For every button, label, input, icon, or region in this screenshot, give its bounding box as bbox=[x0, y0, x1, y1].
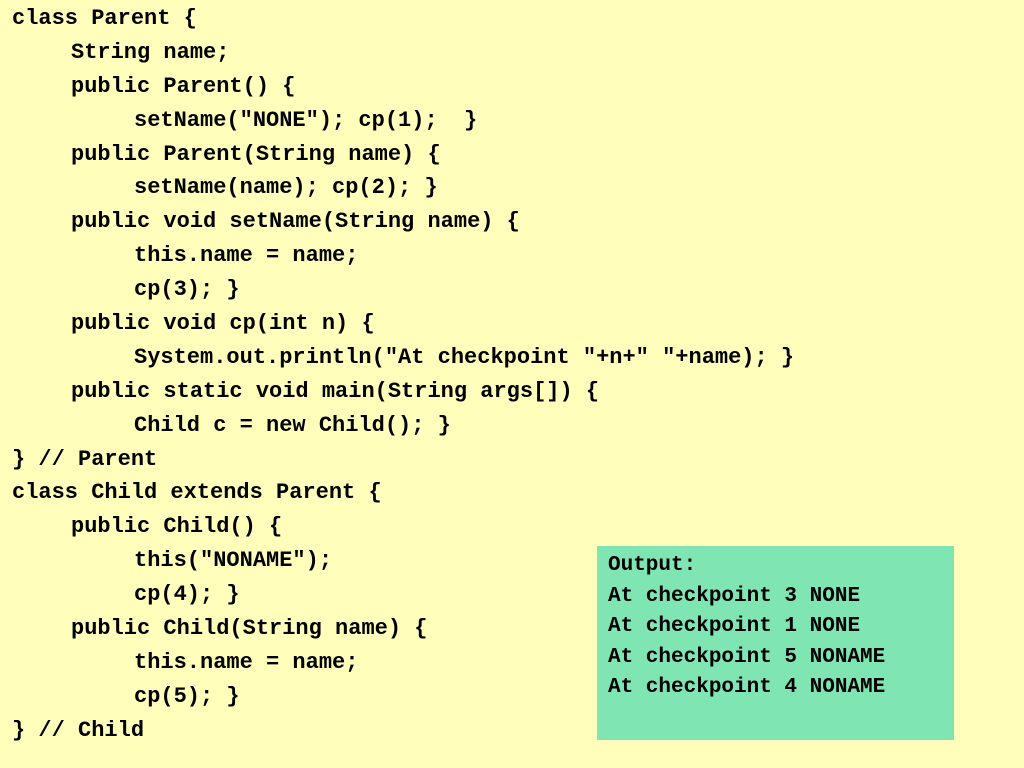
code-line: cp(5); } bbox=[134, 683, 240, 709]
code-line: public Child(String name) { bbox=[71, 616, 428, 642]
code-line: this.name = name; bbox=[134, 243, 359, 269]
code-line: public void cp(int n) { bbox=[71, 311, 375, 337]
code-line: public Parent() { bbox=[71, 73, 296, 99]
code-line: setName("NONE"); cp(1); } bbox=[134, 107, 478, 133]
code-line: public void setName(String name) { bbox=[71, 209, 520, 235]
output-line: At checkpoint 3 NONE bbox=[608, 584, 861, 608]
code-line: setName(name); cp(2); } bbox=[134, 175, 438, 201]
code-line: } // Child bbox=[12, 717, 145, 743]
code-line: class Parent { bbox=[12, 6, 197, 31]
code-line: this.name = name; bbox=[134, 649, 359, 675]
code-line: cp(4); } bbox=[134, 582, 240, 608]
code-line: System.out.println("At checkpoint "+n+" … bbox=[134, 344, 795, 370]
code-line: public static void main(String args[]) { bbox=[71, 378, 600, 404]
code-line: public Parent(String name) { bbox=[71, 141, 441, 167]
output-line: At checkpoint 4 NONAME bbox=[608, 676, 886, 699]
code-line: String name; bbox=[71, 39, 230, 65]
output-title: Output: bbox=[608, 554, 697, 577]
code-line: Child c = new Child(); } bbox=[134, 412, 451, 438]
code-line: class Child extends Parent { bbox=[12, 480, 382, 506]
code-line: cp(3); } bbox=[134, 277, 240, 303]
output-line: At checkpoint 5 NONAME bbox=[608, 645, 886, 669]
output-panel: Output: At checkpoint 3 NONE At checkpoi… bbox=[597, 546, 954, 740]
output-line: At checkpoint 1 NONE bbox=[608, 615, 861, 638]
code-listing: class Parent { String name; public Paren… bbox=[12, 2, 794, 748]
code-line: } // Parent bbox=[12, 446, 158, 472]
code-line: this("NONAME"); bbox=[134, 548, 333, 574]
code-line: public Child() { bbox=[71, 514, 283, 540]
